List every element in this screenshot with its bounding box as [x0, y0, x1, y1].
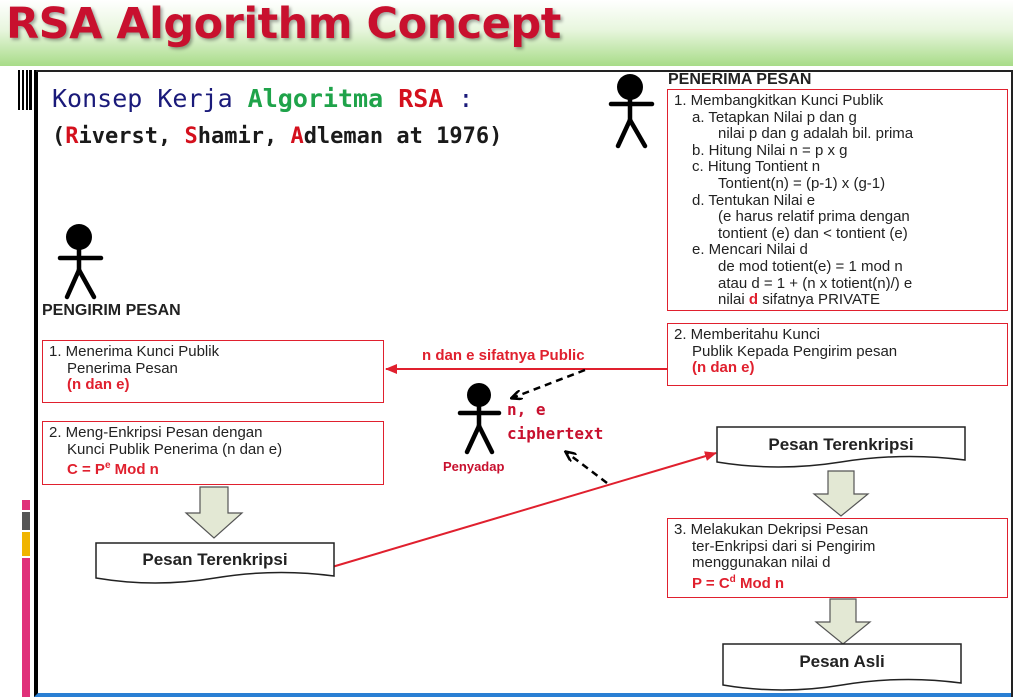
title-bar: RSA Algorithm Concept — [0, 0, 1013, 66]
sender-down-arrow-icon — [184, 486, 244, 539]
sender-person-icon — [57, 224, 104, 300]
eavesdropper-person-icon — [457, 383, 502, 455]
side-bar-magenta — [22, 558, 30, 697]
receiver-down-arrow-2-icon — [814, 598, 872, 645]
content-frame — [34, 70, 1013, 697]
side-bar-yellow — [22, 532, 30, 556]
eavesdropper-label: Penyadap — [443, 459, 505, 474]
authors-heading: (Riverst, Shamir, Adleman at 1976) — [52, 124, 503, 149]
receiver-label: PENERIMA PESAN — [668, 71, 812, 88]
ciphertext-arrow — [331, 451, 717, 568]
receiver-person-icon — [608, 74, 655, 149]
sender-encrypted-document: Pesan Terenkripsi — [95, 542, 335, 586]
public-note: n dan e sifatnya Public — [422, 347, 585, 364]
intercept-cipher-label: ciphertext — [507, 424, 604, 443]
side-bar-gray — [22, 512, 30, 530]
sender-label: PENGIRIM PESAN — [42, 302, 181, 319]
receiver-step3-box: 3. Melakukan Dekripsi Pesan ter-Enkripsi… — [667, 518, 1008, 598]
intercept-key-label: n, e — [507, 400, 546, 419]
side-bar-pink — [22, 500, 30, 510]
frame-right-line — [1011, 70, 1013, 697]
intercept-cipher-arrow — [566, 452, 608, 484]
original-message-document: Pesan Asli — [722, 643, 962, 693]
sender-step2-box: 2. Meng-Enkripsi Pesan dengan Kunci Publ… — [42, 421, 384, 485]
concept-heading: Konsep Kerja Algoritma RSA : — [52, 84, 474, 113]
receiver-down-arrow-1-icon — [812, 470, 870, 517]
receiver-step2-box: 2. Memberitahu Kunci Publik Kepada Pengi… — [667, 323, 1008, 386]
receiver-encrypted-document: Pesan Terenkripsi — [716, 426, 966, 470]
receiver-step1-box: 1. Membangkitkan Kunci Publik a. Tetapka… — [667, 89, 1008, 311]
slide-title: RSA Algorithm Concept — [6, 0, 561, 49]
sender-step1-box: 1. Menerima Kunci Publik Penerima Pesan … — [42, 340, 384, 403]
frame-top-line — [36, 70, 1013, 72]
frame-corner-decoration — [18, 70, 32, 110]
intercept-key-arrow — [512, 368, 586, 398]
